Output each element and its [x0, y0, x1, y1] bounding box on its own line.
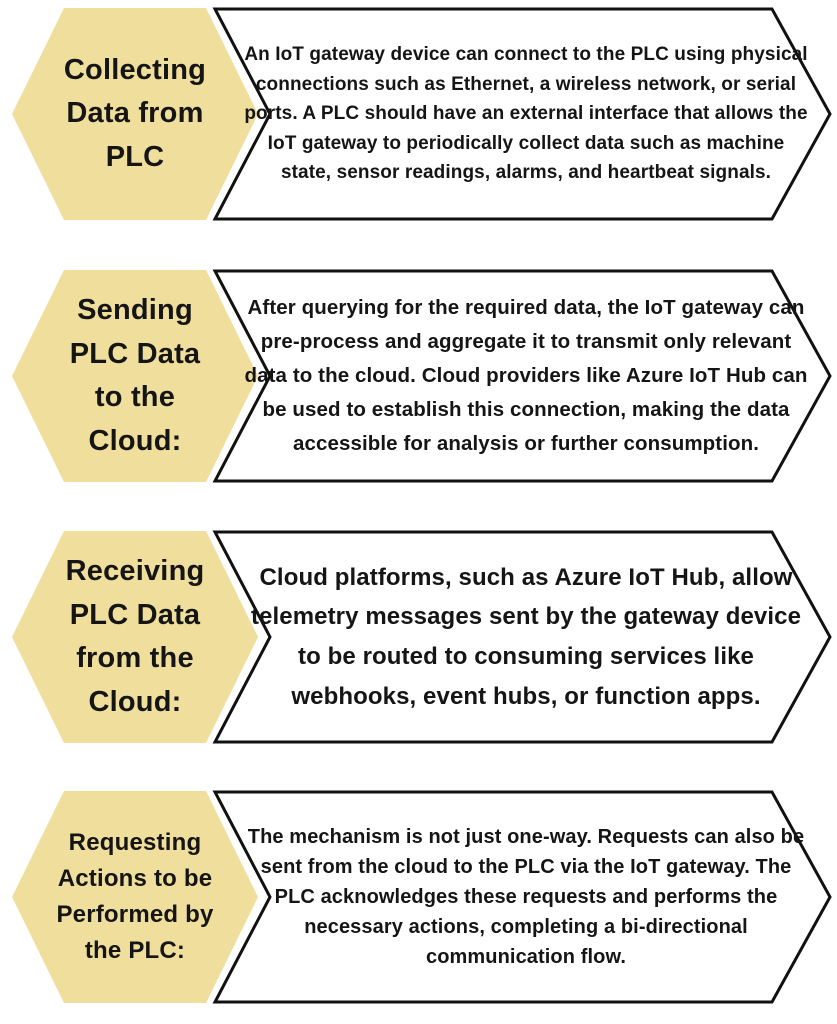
row-shapes [12, 790, 832, 1004]
hexagon-title: Collecting Data from PLC [63, 53, 207, 173]
banner-description: Cloud platforms, such as Azure IoT Hub, … [250, 563, 802, 710]
row-shapes [12, 269, 832, 483]
row-shapes [12, 7, 832, 221]
hexagon-shape [12, 791, 258, 1003]
hexagon-title: Requesting Actions to be Performed by th… [56, 829, 214, 964]
banner-arrow-shape [212, 530, 832, 744]
hexagon-shape [12, 531, 258, 743]
banner-arrow-shape [212, 269, 832, 483]
banner-description: An IoT gateway device can connect to the… [244, 44, 808, 184]
hexagon-shape [12, 270, 258, 482]
row-shapes [12, 530, 832, 744]
flow-row-receiving-data: Receiving PLC Data from the Cloud: Cloud… [0, 529, 837, 745]
hexagon-shape [12, 8, 258, 220]
banner-description: After querying for the required data, th… [244, 296, 808, 455]
banner-arrow-shape [212, 790, 832, 1004]
banner-description: The mechanism is not just one-way. Reque… [247, 826, 805, 968]
banner-arrow-shape [212, 7, 832, 221]
flow-row-requesting-actions: Requesting Actions to be Performed by th… [0, 789, 837, 1005]
flow-row-sending-data: Sending PLC Data to the Cloud: After que… [0, 268, 837, 484]
flow-row-collecting-data: Collecting Data from PLC An IoT gateway … [0, 6, 837, 222]
hexagon-title: Sending PLC Data to the Cloud: [69, 294, 201, 457]
hexagon-title: Receiving PLC Data from the Cloud: [65, 555, 205, 718]
